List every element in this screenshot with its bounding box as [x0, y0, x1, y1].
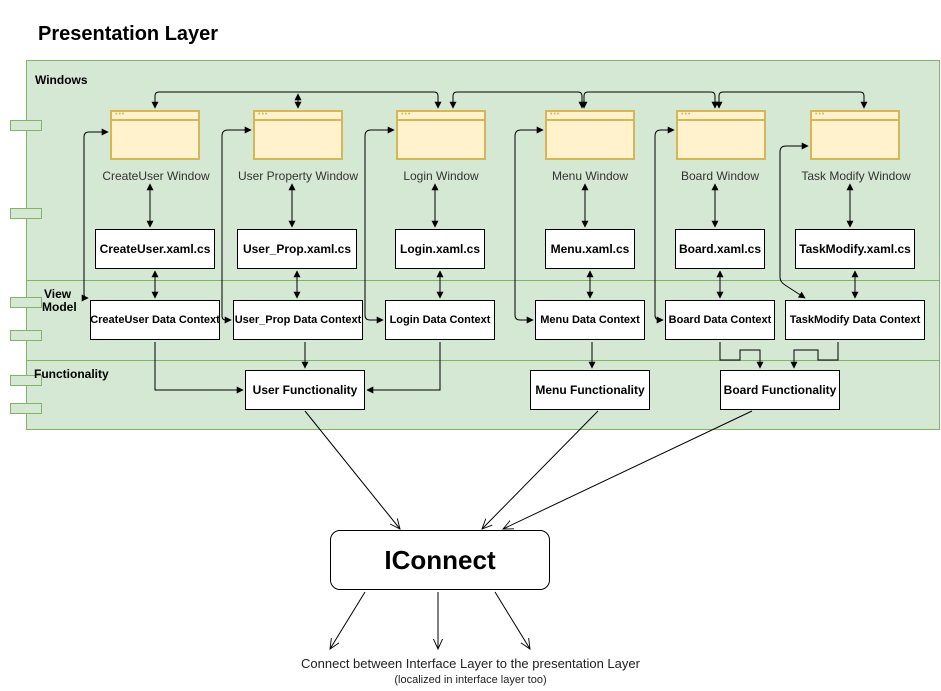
- context-loop-arrow: [364, 126, 395, 324]
- window-label: Task Modify Window: [801, 169, 911, 183]
- nav-arrow: [715, 91, 868, 109]
- functionality-divider: [26, 360, 940, 361]
- view-model-divider: [26, 280, 940, 281]
- section-label-model: Model: [42, 300, 77, 314]
- menu-xaml-box: Menu.xaml.cs: [545, 229, 635, 269]
- taskmodify-xaml-box: TaskModify.xaml.cs: [795, 229, 915, 269]
- user-prop-xaml-box: User_Prop.xaml.cs: [237, 229, 357, 269]
- context-loop-arrow: [81, 128, 109, 302]
- createuser-window-icon[interactable]: •••: [110, 110, 200, 160]
- window-label: Menu Window: [551, 169, 629, 183]
- nav-arrow: [151, 91, 442, 109]
- menu-window-icon[interactable]: •••: [545, 110, 635, 160]
- page-title: Presentation Layer: [38, 23, 219, 45]
- board-functionality-box: Board Functionality: [720, 370, 840, 410]
- flow-arrow: [366, 342, 441, 394]
- side-port: [10, 120, 42, 131]
- flow-arrow: [154, 342, 244, 394]
- nav-arrow: [449, 91, 586, 109]
- side-port: [10, 403, 42, 414]
- user-functionality-box: User Functionality: [245, 370, 365, 410]
- side-port: [10, 330, 42, 341]
- menu-functionality-box: Menu Functionality: [530, 370, 650, 410]
- section-label-functionality: Functionality: [34, 367, 109, 381]
- nav-arrow: [580, 91, 719, 109]
- createuser-data-context: CreateUser Data Context: [90, 300, 220, 340]
- window-label: CreateUser Window: [102, 169, 210, 183]
- section-label-windows: Windows: [35, 73, 88, 87]
- window-label: User Property Window: [237, 169, 359, 183]
- context-loop-arrow: [514, 126, 544, 324]
- board-xaml-box: Board.xaml.cs: [675, 229, 765, 269]
- flow-arrow: [719, 342, 764, 369]
- window-label: Board Window: [680, 169, 760, 183]
- menu-data-context: Menu Data Context: [535, 300, 645, 340]
- side-port: [10, 208, 42, 219]
- iconnect-box: IConnect: [330, 530, 550, 590]
- task-modify-window-icon[interactable]: •••: [810, 110, 900, 160]
- user-property-window-icon[interactable]: •••: [253, 110, 343, 160]
- to-iconnect-arrow: [503, 410, 753, 529]
- taskmodify-data-context: TaskModify Data Context: [785, 300, 925, 340]
- login-window-icon[interactable]: •••: [396, 110, 486, 160]
- section-label-view: View: [44, 287, 72, 301]
- from-iconnect-arrow: [494, 591, 530, 649]
- context-loop-arrow: [654, 126, 675, 324]
- context-loop-arrow: [221, 126, 252, 324]
- login-xaml-box: Login.xaml.cs: [395, 229, 485, 269]
- flow-arrow: [790, 342, 839, 369]
- side-port: [10, 297, 42, 308]
- to-iconnect-arrow: [304, 410, 400, 529]
- side-port: [10, 375, 42, 386]
- to-iconnect-arrow: [482, 410, 599, 529]
- board-data-context: Board Data Context: [665, 300, 775, 340]
- from-iconnect-arrow: [330, 591, 366, 649]
- footer-note: (localized in interface layer too): [394, 674, 547, 686]
- createuser-xaml-box: CreateUser.xaml.cs: [95, 229, 215, 269]
- user-prop-data-context: User_Prop Data Context: [233, 300, 363, 340]
- window-label: Login Window: [403, 169, 479, 183]
- footer-caption: Connect between Interface Layer to the p…: [301, 656, 640, 671]
- board-window-icon[interactable]: •••: [676, 110, 766, 160]
- context-loop-arrow: [779, 142, 809, 299]
- login-data-context: Login Data Context: [385, 300, 495, 340]
